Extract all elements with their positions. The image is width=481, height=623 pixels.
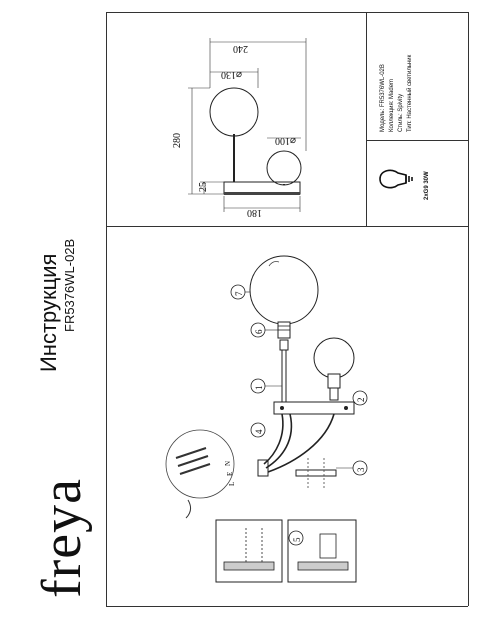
frame-bottom [106, 606, 468, 607]
spec-style: Стиль: Spivity [398, 93, 404, 132]
spec-collection: Коллекция: Madem [389, 78, 395, 132]
document-model: FR5376WL-02B [62, 238, 77, 332]
frame-left [106, 12, 107, 606]
callout-7 [230, 284, 250, 300]
dimension-drawing [188, 38, 307, 212]
document-title: Инструкция [36, 253, 61, 372]
callout-1-label: 1 [254, 385, 264, 391]
assembly-base-plate [273, 401, 355, 415]
assembly-small-globe [313, 337, 355, 379]
bulb-label: 2xG9 30W [424, 171, 430, 200]
callout-6-label: 6 [254, 329, 264, 335]
dim-small-diameter: ⌀100 [274, 135, 296, 146]
wire-label-n: N [224, 460, 232, 466]
spec-type: Тип: Настенный светильник [407, 54, 413, 132]
spec-model: Модель: FR5376WL-02B [380, 64, 386, 132]
dim-base-width: 180 [247, 207, 262, 218]
assembly-large-globe [249, 255, 319, 325]
callout-4 [250, 422, 266, 438]
light-bulb-icon [379, 169, 413, 189]
frame-divider-horizontal [106, 226, 468, 227]
assembly-stem [281, 349, 287, 403]
frame-top [106, 12, 468, 13]
step-box-left [215, 519, 283, 583]
frame-divider-vertical [366, 12, 367, 226]
step-box-right [287, 519, 357, 583]
callout-3 [336, 460, 368, 476]
callout-6 [250, 322, 278, 338]
frame-divider-specs [366, 140, 468, 141]
specs-block: Модель: FR5376WL-02B Коллекция: Madem Ст… [380, 55, 413, 132]
dim-width-total: 240 [233, 43, 248, 54]
callout-3-label: 3 [356, 467, 366, 473]
wire-label-l: L [228, 481, 236, 486]
callout-2-label: 2 [356, 397, 366, 403]
callout-7-label: 7 [234, 291, 244, 297]
dim-height-total: 280 [172, 133, 183, 148]
brand-logo: freya [31, 477, 93, 598]
callout-5 [288, 530, 304, 546]
callout-4-label: 4 [254, 429, 264, 435]
terminal-detail [165, 429, 235, 499]
dim-base-height: 25 [198, 182, 209, 192]
mounting-bar [295, 469, 337, 477]
wire-label-e: E [226, 471, 234, 476]
frame-right [468, 12, 469, 606]
callout-5-label: 5 [292, 537, 302, 543]
assembly-drawing [165, 255, 368, 583]
large-globe [209, 87, 259, 137]
terminal-block [257, 459, 269, 477]
small-globe [266, 150, 302, 186]
callout-2 [352, 390, 368, 406]
dim-large-diameter: ⌀130 [220, 69, 242, 80]
callout-1 [250, 378, 282, 394]
